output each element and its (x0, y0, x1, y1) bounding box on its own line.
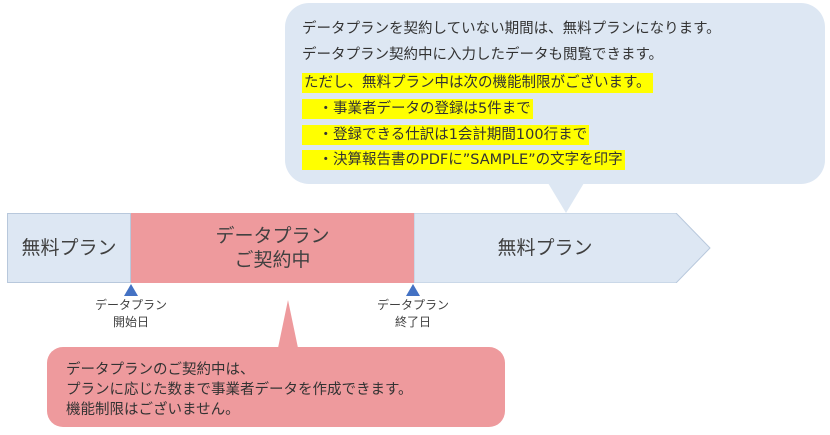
timeline-free-right-arrow (414, 213, 711, 283)
free-right-label: 無料プラン (497, 237, 593, 259)
top-note-highlight-2: ・事業者データの登録は5件まで (302, 99, 533, 119)
free-right-label-wrap: 無料プラン (414, 213, 676, 283)
bottom-note-line-3: 機能制限はございません。 (66, 402, 240, 418)
top-note-bubble-tail (548, 183, 584, 213)
free-left-label: 無料プラン (21, 237, 117, 259)
bottom-note-bubble-tail (278, 300, 298, 348)
bottom-note-line-2: プランに応じた数まで事業者データを作成できます。 (66, 382, 413, 398)
bottom-note-line-1: データプランのご契約中は、 (66, 362, 255, 378)
end-marker-line-2: 終了日 (394, 315, 431, 329)
top-note-highlight-3: ・登録できる仕訳は1会計期間100行まで (302, 125, 590, 145)
start-marker-line-1: データプラン (94, 298, 167, 312)
timeline-contract-segment: データプラン ご契約中 (131, 213, 414, 283)
bottom-note-bubble (47, 347, 505, 427)
contract-label-line-2: ご契約中 (234, 249, 311, 271)
timeline-free-left-segment: 無料プラン (7, 213, 131, 283)
top-note-line-1: データプランを契約していない期間は、無料プランになります。 (302, 21, 721, 37)
end-marker-line-1: データプラン (376, 298, 449, 312)
top-note-highlight-1: ただし、無料プラン中は次の機能制限がございます。 (302, 73, 653, 93)
start-marker-label: データプラン 開始日 (71, 297, 191, 331)
top-note-line-2: データプラン契約中に入力したデータも閲覧できます。 (302, 47, 664, 63)
start-marker-triangle-icon (124, 284, 138, 296)
start-marker-line-2: 開始日 (112, 315, 149, 329)
end-marker-label: データプラン 終了日 (353, 297, 473, 331)
end-marker-triangle-icon (406, 284, 420, 296)
top-note-highlight-4: ・決算報告書のPDFに”SAMPLE”の文字を印字 (302, 150, 625, 170)
contract-label-line-1: データプラン (215, 225, 330, 247)
